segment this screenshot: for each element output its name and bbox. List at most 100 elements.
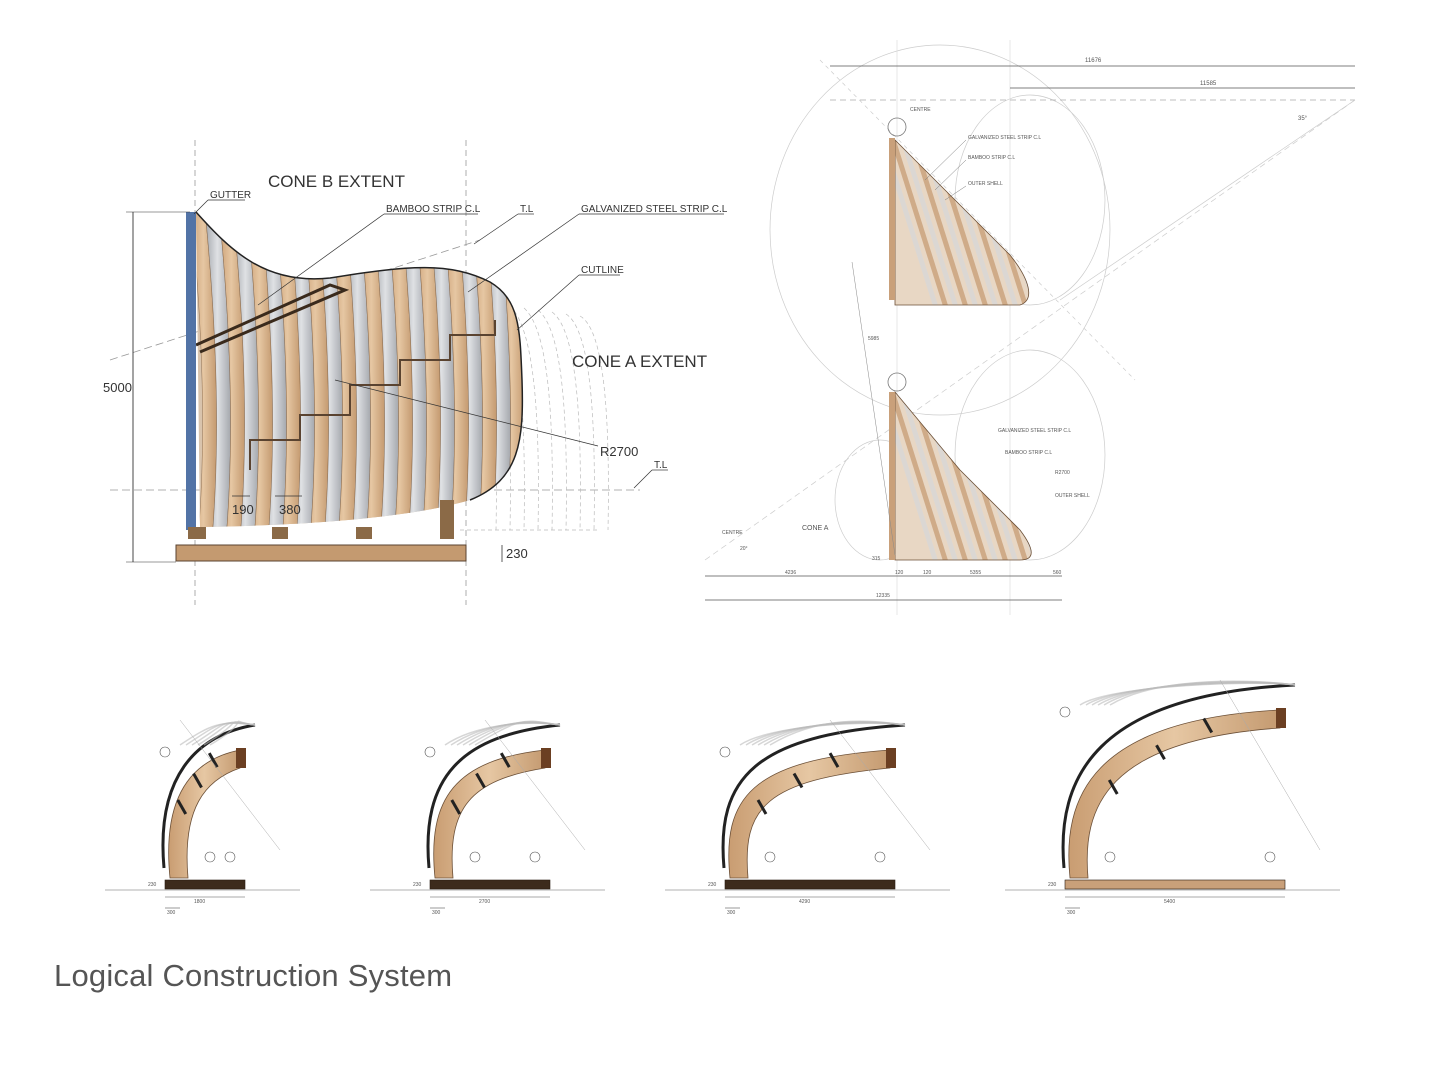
- dim-seg1: 4236: [785, 570, 796, 576]
- dim-seg4: 5355: [970, 570, 981, 576]
- section-base: [724, 879, 896, 890]
- tri-strip: [1027, 140, 1029, 305]
- tri-strip: [1050, 130, 1110, 320]
- section-drawing-2: 2700 300 230: [370, 719, 605, 916]
- label-r2700-small: R2700: [1055, 470, 1070, 476]
- rib-cap: [541, 748, 551, 768]
- callout-circle: [874, 851, 886, 863]
- callout-circle: [469, 851, 481, 863]
- ghost-arc: [551, 311, 581, 531]
- callout-circle: [764, 851, 776, 863]
- section-base-dim: 300: [167, 910, 176, 916]
- callout-circle: [224, 851, 236, 863]
- main-elevation-drawing: 5000 190 380 230 CONE B EXTENT CONE A EX…: [103, 140, 728, 605]
- section-height-dim: 230: [413, 882, 422, 888]
- outer-shell-arc: [721, 723, 906, 869]
- label-bamboo-bottom: BAMBOO STRIP C.L: [1005, 450, 1052, 456]
- section-base-dim: 300: [1067, 910, 1076, 916]
- callout-circle: [719, 746, 731, 758]
- label-cone-a-extent: CONE A EXTENT: [572, 352, 707, 371]
- label-r2700: R2700: [600, 444, 638, 459]
- section-base-dim: 300: [727, 910, 736, 916]
- label-cone-b-extent: CONE B EXTENT: [268, 172, 405, 191]
- dim-top-total: 11676: [1085, 58, 1102, 64]
- geometry-setout-drawing: 11676 11585 35° CENTRE GALVANIZED STEEL …: [704, 40, 1356, 615]
- dim-mid: 5985: [868, 336, 879, 342]
- label-galvanized-strip: GALVANIZED STEEL STRIP C.L: [581, 204, 728, 215]
- section-height-dim: 230: [148, 882, 157, 888]
- dim-315: 315: [872, 556, 881, 562]
- ghost-arc: [537, 309, 567, 531]
- gutter-post: [186, 212, 196, 530]
- tri-strip: [895, 140, 943, 305]
- label-centre-top: CENTRE: [910, 107, 931, 113]
- dim-angle-small: 20°: [740, 546, 748, 552]
- section-width-dim: 1800: [194, 899, 205, 905]
- rib-cap: [236, 748, 246, 768]
- section-width-dim: 4290: [799, 899, 810, 905]
- section-width-dim: 5400: [1164, 899, 1175, 905]
- section-base: [429, 879, 551, 890]
- label-cutline: CUTLINE: [581, 265, 624, 276]
- rib-cap: [886, 748, 896, 768]
- dim-bottom-total: 12335: [876, 593, 890, 599]
- dim-190: 190: [232, 502, 254, 517]
- label-centre-bottom: CENTRE: [722, 530, 743, 536]
- callout-circle: [1059, 706, 1071, 718]
- label-tl-top: T.L: [520, 204, 534, 215]
- ghost-arc: [509, 305, 539, 531]
- section-base-dim: 300: [432, 910, 441, 916]
- callout-circle: [1104, 851, 1116, 863]
- tri-strip: [1050, 385, 1110, 575]
- label-bamboo-strip: BAMBOO STRIP C.L: [386, 204, 481, 215]
- outer-shell-arc: [161, 723, 256, 869]
- rib-cap: [1276, 708, 1286, 728]
- outer-shell-arc: [1061, 683, 1296, 869]
- base-plank: [175, 544, 467, 562]
- dim-seg5: 560: [1053, 570, 1062, 576]
- dim-top-sub: 11585: [1200, 81, 1217, 87]
- tri-strip: [1027, 392, 1032, 560]
- label-galv-top: GALVANIZED STEEL STRIP C.L: [968, 135, 1041, 141]
- section-height-dim: 230: [708, 882, 717, 888]
- section-base: [1064, 879, 1286, 890]
- shell-body: [196, 200, 553, 540]
- tri-strip: [895, 140, 953, 305]
- callout-circle: [159, 746, 171, 758]
- dim-380: 380: [279, 502, 301, 517]
- tri-strip: [897, 140, 963, 305]
- dim-230: 230: [506, 546, 528, 561]
- section-rib: [1068, 709, 1281, 879]
- ghost-arc: [523, 307, 553, 531]
- callout-circle: [529, 851, 541, 863]
- tri-strip: [895, 392, 953, 560]
- section-width-dim: 2700: [479, 899, 490, 905]
- outer-shell-arc: [426, 723, 561, 869]
- section-base: [164, 879, 246, 890]
- dim-seg2: 120: [895, 570, 904, 576]
- section-drawing-3: 4290 300 230: [665, 719, 950, 916]
- label-cone-a-small: CONE A: [802, 525, 829, 532]
- tri-strip: [895, 392, 943, 560]
- label-gutter: GUTTER: [210, 190, 251, 201]
- bamboo-strip: [526, 200, 553, 540]
- label-galv-bottom: GALVANIZED STEEL STRIP C.L: [998, 428, 1071, 434]
- tri-strip: [1040, 385, 1100, 575]
- callout-circle: [1264, 851, 1276, 863]
- callout-circle: [424, 746, 436, 758]
- dim-seg3: 120: [923, 570, 932, 576]
- section-drawing-1: 1800 300 230: [105, 719, 300, 916]
- tri-strip: [1040, 130, 1100, 320]
- section-rib: [168, 749, 241, 879]
- tri-strip: [897, 392, 963, 560]
- ghost-arc: [565, 313, 595, 531]
- label-outer-top: OUTER SHELL: [968, 181, 1003, 187]
- dim-height: 5000: [103, 380, 132, 395]
- page-title: Logical Construction System: [54, 958, 453, 993]
- label-outer-bottom: OUTER SHELL: [1055, 493, 1090, 499]
- label-bamboo-top: BAMBOO STRIP C.L: [968, 155, 1015, 161]
- dim-angle: 35°: [1298, 116, 1308, 122]
